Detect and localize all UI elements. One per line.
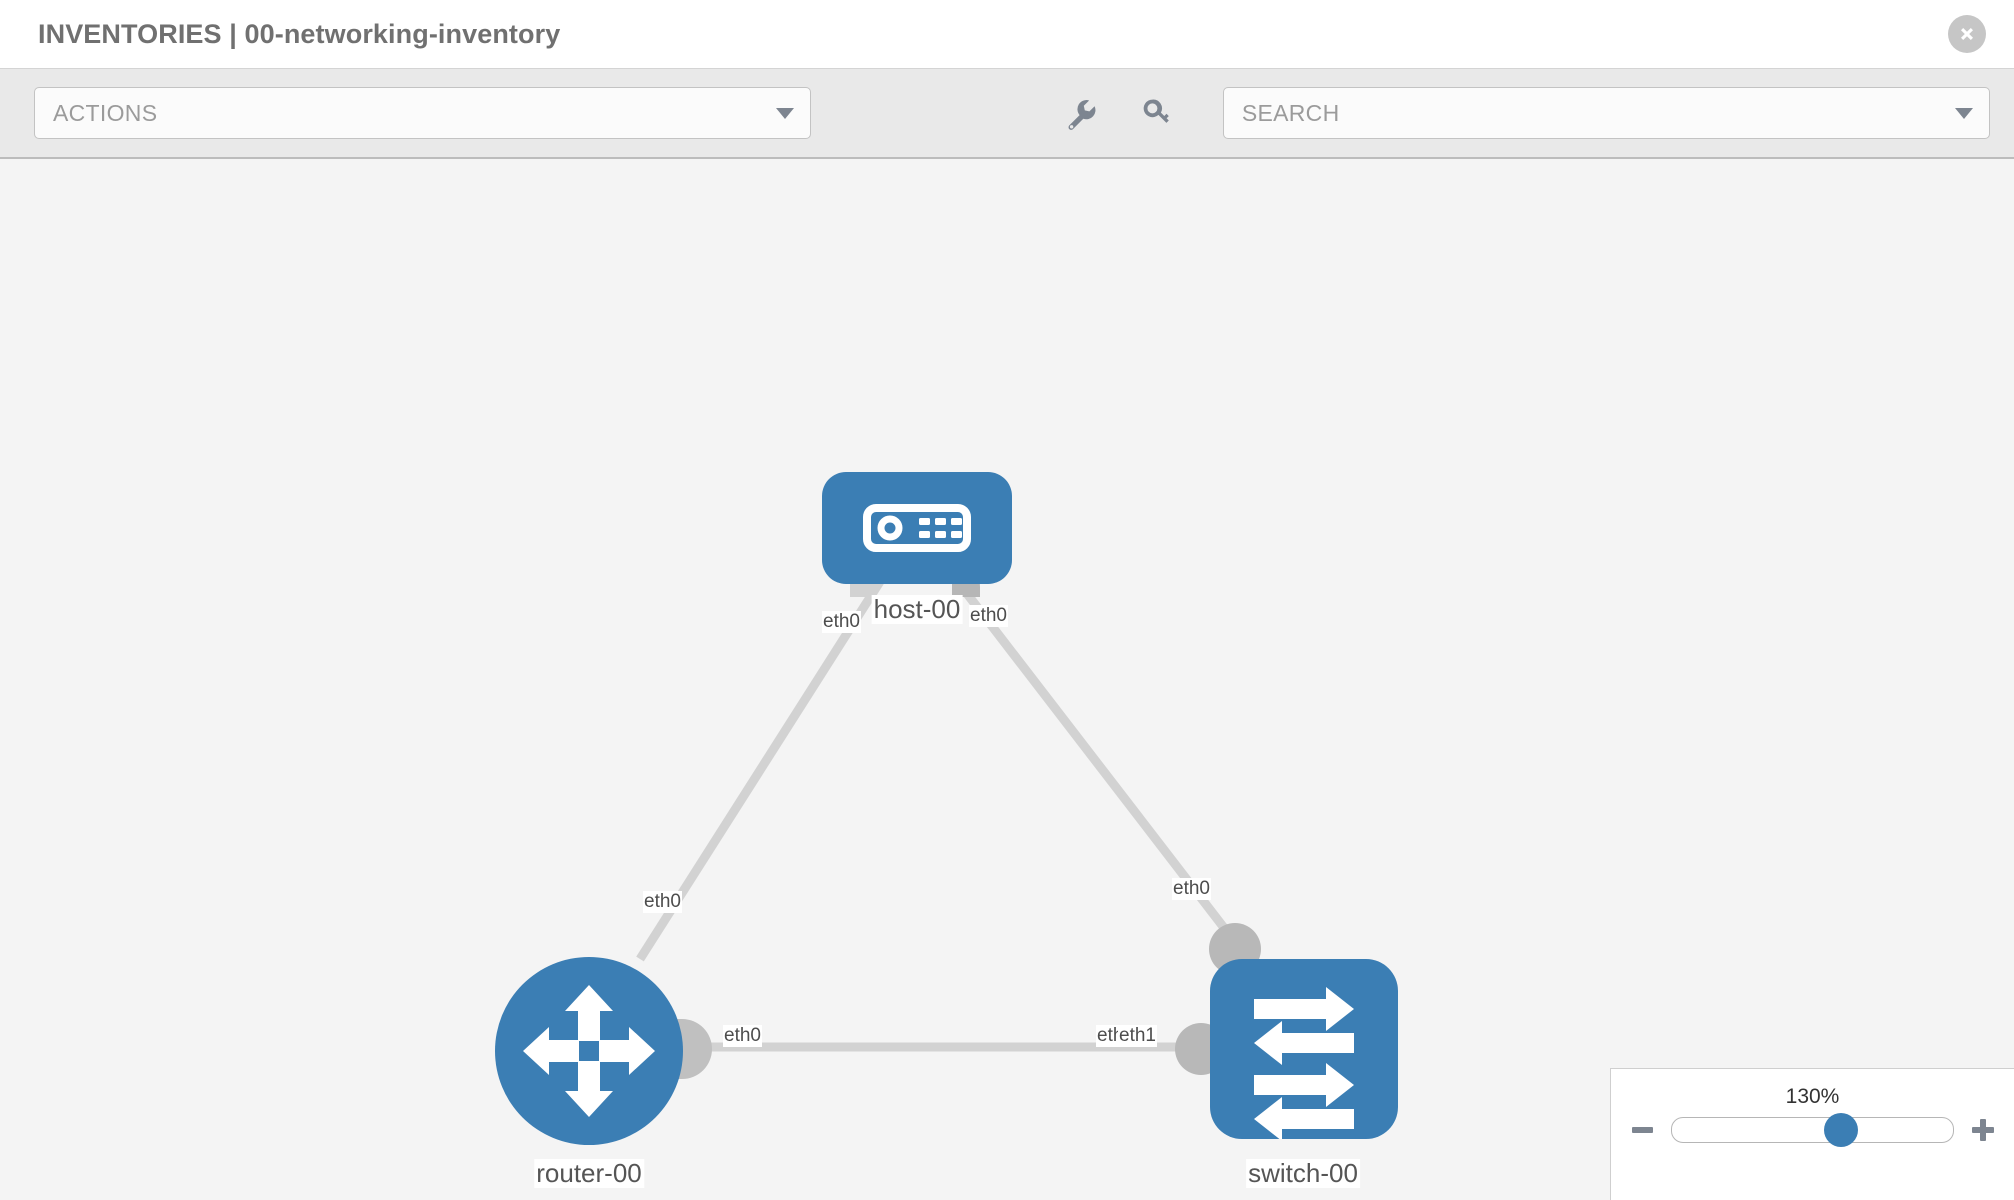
search-input[interactable]: SEARCH <box>1222 87 1990 139</box>
search-input-placeholder: SEARCH <box>1241 99 1340 126</box>
topology-canvas[interactable]: host-00 router-00 switch-00 eth0 eth0 et… <box>0 159 2014 1200</box>
iface-label-host-left: eth0 <box>822 611 861 633</box>
link-host-switch[interactable] <box>944 566 1252 962</box>
node-label-router-00: router-00 <box>534 1158 644 1188</box>
zoom-slider-thumb[interactable] <box>1823 1113 1858 1147</box>
node-label-host-00: host-00 <box>871 594 963 624</box>
actions-dropdown[interactable]: ACTIONS <box>34 87 811 139</box>
actions-dropdown-label: ACTIONS <box>53 99 158 126</box>
page-title: INVENTORIES | 00-networking-inventory <box>38 18 561 49</box>
zoom-in-button[interactable] <box>1970 1117 1996 1143</box>
chevron-down-icon <box>1955 107 1973 119</box>
switch-arrows-icon <box>1254 987 1354 1139</box>
chevron-down-icon <box>775 107 794 119</box>
iface-label-switch-eth1: eth1 <box>1118 1025 1157 1047</box>
close-icon[interactable] <box>1948 15 1986 53</box>
zoom-level-value: 130% <box>1785 1085 1840 1108</box>
iface-label-switch-uplink: eth0 <box>1172 878 1211 900</box>
plus-icon <box>1972 1119 1994 1141</box>
node-switch-00[interactable] <box>1210 959 1398 1139</box>
zoom-slider-row <box>1611 1113 2014 1147</box>
server-icon <box>863 504 971 552</box>
zoom-slider-track[interactable] <box>1671 1113 1954 1147</box>
iface-label-router-eth0: eth0 <box>723 1025 762 1047</box>
router-node-body <box>495 957 683 1145</box>
node-host-00[interactable] <box>822 472 1012 584</box>
wrench-icon[interactable] <box>1061 93 1101 133</box>
key-icon[interactable] <box>1137 93 1177 133</box>
toolbar: ACTIONS SEARCH <box>0 68 2014 159</box>
node-router-00[interactable] <box>495 957 683 1145</box>
topology-connector-stubs <box>668 559 1261 1079</box>
host-node-body <box>822 472 1012 584</box>
iface-label-router-uplink: eth0 <box>643 891 682 913</box>
node-label-switch-00: switch-00 <box>1246 1158 1360 1188</box>
zoom-out-button[interactable] <box>1629 1117 1655 1143</box>
iface-label-host-right: eth0 <box>969 605 1008 627</box>
toolbar-icon-group <box>1061 93 1177 133</box>
topology-links <box>636 566 1252 1052</box>
titlebar: INVENTORIES | 00-networking-inventory <box>0 0 2014 68</box>
topology-graph <box>636 559 1261 1079</box>
zoom-control-panel: 130% <box>1610 1068 2014 1200</box>
minus-icon <box>1631 1127 1653 1133</box>
router-arrows-icon <box>523 985 655 1117</box>
